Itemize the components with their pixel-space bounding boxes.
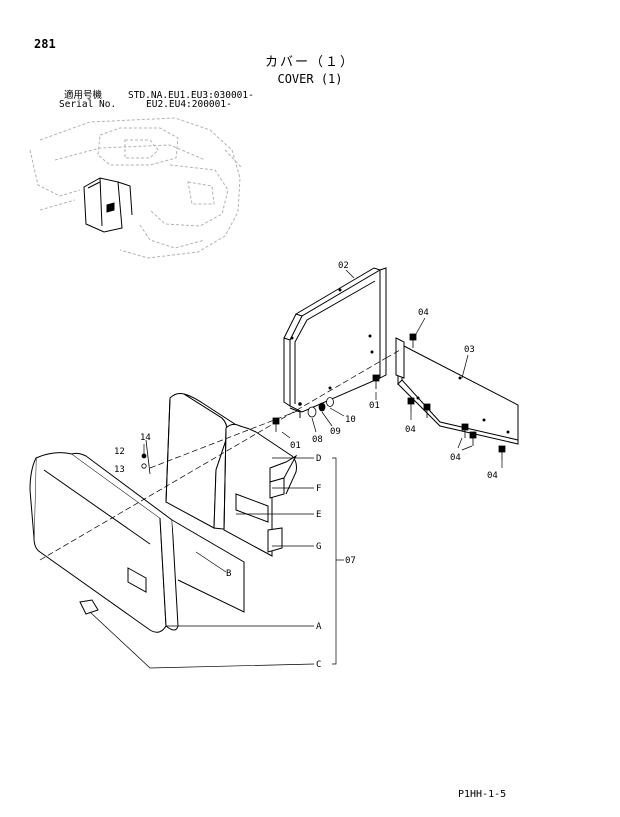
insulation-pad-front <box>223 423 297 557</box>
callout-14: 14 <box>140 433 151 443</box>
serial-value-line2: EU2.EU4:200001- <box>146 99 232 110</box>
callout-07: 07 <box>345 556 356 566</box>
washer-10 <box>326 397 334 407</box>
callout-09: 09 <box>330 427 341 437</box>
serial-label-english: Serial No. <box>59 99 117 110</box>
bolt-04-right-b <box>469 431 477 446</box>
serial-value-line1: STD.NA.EU1.EU3:030001- <box>128 90 254 101</box>
callout-13: 13 <box>114 465 125 475</box>
washers-08-09-10 <box>307 397 334 418</box>
callout-08: 08 <box>312 435 323 445</box>
callout-04-upper: 04 <box>418 308 429 318</box>
door-cover <box>29 452 245 633</box>
bolts-04 <box>407 333 506 460</box>
bolt-04-right-a <box>461 423 469 438</box>
bolt-01-left <box>272 417 280 432</box>
part-14 <box>145 439 151 475</box>
leader-lines <box>89 269 503 669</box>
washer-08 <box>307 406 317 418</box>
bolts-01 <box>272 374 380 432</box>
callout-10: 10 <box>345 415 356 425</box>
piece-G <box>267 527 283 553</box>
callout-A: A <box>316 622 322 632</box>
drawing-code: P1HH-1-5 <box>458 789 507 800</box>
page-number: 281 <box>34 37 56 51</box>
page-title-english: COVER (1) <box>277 72 343 86</box>
callout-02: 02 <box>338 261 349 271</box>
callout-labels: 02 04 03 01 04 04 04 01 08 09 10 14 12 1… <box>114 261 498 670</box>
highlighted-cover-on-overview <box>83 177 133 233</box>
callout-C: C <box>316 660 321 670</box>
frame-part-02 <box>283 267 387 418</box>
part-13 <box>141 463 147 469</box>
callout-01-left: 01 <box>290 441 301 451</box>
bolt-04-bottom <box>498 445 506 460</box>
washer-09 <box>318 402 326 412</box>
machine-overview-sketch <box>29 117 243 259</box>
serial-label-japanese: 適用号機 <box>64 90 103 101</box>
callout-04-left: 04 <box>405 425 416 435</box>
bolt-04-left2 <box>423 403 431 418</box>
bolt-01-right <box>372 374 380 389</box>
plate-part-03 <box>395 337 519 445</box>
callout-04-right: 04 <box>450 453 461 463</box>
bolt-04-left <box>407 397 415 412</box>
callout-03: 03 <box>464 345 475 355</box>
callout-E: E <box>316 510 321 520</box>
callout-B: B <box>226 569 231 579</box>
small-parts-12-13-14 <box>141 439 151 475</box>
part-12 <box>141 453 147 459</box>
bolt-04-upper <box>409 333 417 348</box>
callout-G: G <box>316 542 321 552</box>
callout-D: D <box>316 454 321 464</box>
callout-01-right: 01 <box>369 401 380 411</box>
callout-F: F <box>316 484 321 494</box>
assembly-centre-lines <box>39 349 401 561</box>
page-title-japanese: カバー（１） <box>264 55 355 70</box>
callout-12: 12 <box>114 447 125 457</box>
callout-04-bottom: 04 <box>487 471 498 481</box>
